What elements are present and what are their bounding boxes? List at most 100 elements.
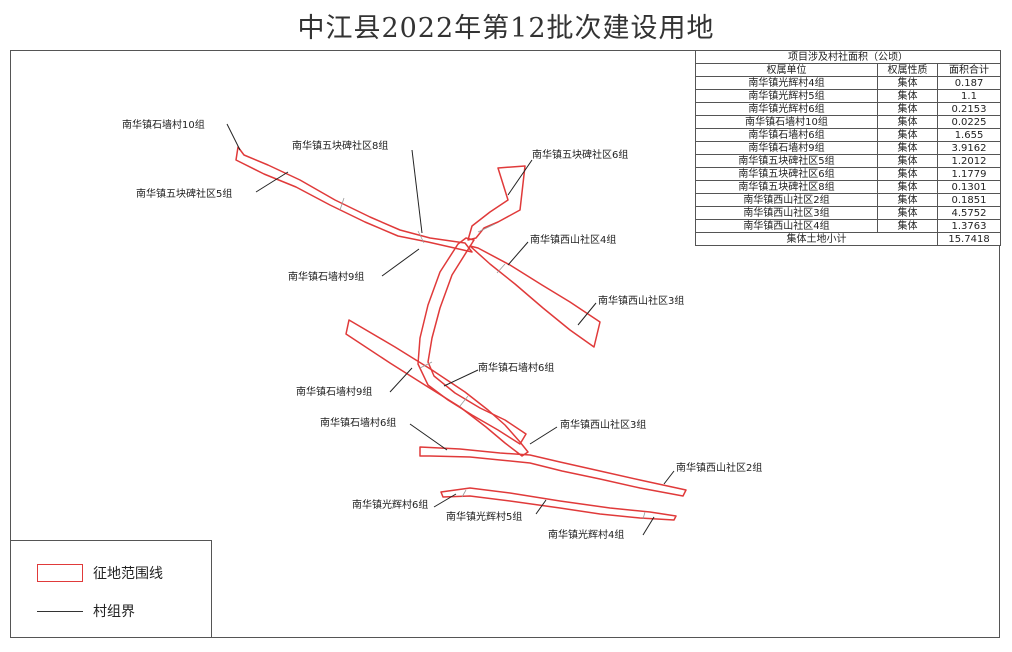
legend-label-village-line: 村组界	[93, 604, 135, 620]
boundary-northeast-branch	[467, 165, 526, 241]
table-cell: 1.1779	[936, 167, 1002, 181]
leader-line	[577, 302, 597, 326]
map-frame	[10, 50, 1000, 638]
leader-line	[409, 423, 448, 451]
table-cell: 集体	[877, 167, 938, 181]
table-cell: 南华镇石墙村10组	[695, 115, 878, 129]
table-cell: 3.9162	[936, 141, 1002, 155]
village-line-swatch	[37, 610, 83, 612]
label-shiqiang-6-center: 南华镇石墙村6组	[478, 361, 554, 374]
table-caption-row: 项目涉及村社面积（公顷）	[694, 50, 1002, 64]
table-cell: 集体	[877, 102, 938, 116]
subtotal-value: 15.7418	[936, 232, 1002, 246]
table-header-nature: 权属性质	[877, 63, 938, 77]
table-cell: 集体	[877, 141, 938, 155]
table-cell: 集体	[877, 193, 938, 207]
table-cell: 1.1	[936, 89, 1002, 103]
table-cell: 4.5752	[936, 206, 1002, 220]
label-wukuaibei-5: 南华镇五块碑社区5组	[136, 187, 232, 200]
table-cell: 0.1851	[936, 193, 1002, 207]
leader-line	[507, 159, 533, 196]
table-cell: 集体	[877, 206, 938, 220]
leader-line	[529, 426, 558, 445]
label-shiqiang-6-left: 南华镇石墙村6组	[320, 416, 396, 429]
label-xishan-2: 南华镇西山社区2组	[676, 461, 762, 474]
leader-line	[411, 149, 423, 234]
village-boundary-mark	[417, 230, 425, 244]
table-cell: 0.187	[936, 76, 1002, 90]
leader-line	[507, 241, 529, 266]
table-cell: 1.2012	[936, 154, 1002, 168]
table-cell: 1.655	[936, 128, 1002, 142]
label-guanghui-4: 南华镇光辉村4组	[548, 528, 624, 541]
village-boundary-mark	[642, 511, 646, 520]
table-cell: 集体	[877, 128, 938, 142]
table-header-area: 面积合计	[936, 63, 1002, 77]
table-cell: 0.0225	[936, 115, 1002, 129]
leader-line	[226, 123, 241, 151]
label-shiqiang-10: 南华镇石墙村10组	[122, 118, 205, 131]
table-cell: 南华镇五块碑社区8组	[695, 180, 878, 194]
table-cell: 南华镇五块碑社区5组	[695, 154, 878, 168]
table-cell: 0.1301	[936, 180, 1002, 194]
table-cell: 南华镇西山社区3组	[695, 206, 878, 220]
village-boundary-mark	[419, 361, 433, 369]
boundary-east-branch	[469, 245, 601, 348]
map-title: 中江县2022年第12批次建设用地	[297, 13, 715, 44]
table-header-owner: 权属单位	[695, 63, 878, 77]
table-cell: 南华镇光辉村6组	[695, 102, 878, 116]
leader-line	[381, 248, 420, 277]
legend-label-boundary: 征地范围线	[93, 566, 163, 582]
leader-line	[663, 470, 675, 485]
table-cell: 集体	[877, 154, 938, 168]
table-cell: 南华镇石墙村6组	[695, 128, 878, 142]
boundary-swatch	[37, 564, 83, 582]
label-xishan-3-upper: 南华镇西山社区3组	[598, 294, 684, 307]
village-boundary-mark	[496, 263, 506, 274]
legend: 征地范围线 村组界	[10, 540, 212, 638]
table-cell: 南华镇石墙村9组	[695, 141, 878, 155]
label-xishan-3-lower: 南华镇西山社区3组	[560, 418, 646, 431]
village-boundary-mark	[461, 489, 467, 498]
village-boundary-mark	[339, 197, 345, 211]
label-wukuaibei-6: 南华镇五块碑社区6组	[532, 148, 628, 161]
leader-line	[433, 493, 457, 508]
label-guanghui-6: 南华镇光辉村6组	[352, 498, 428, 511]
table-cell: 南华镇光辉村5组	[695, 89, 878, 103]
legend-item-boundary: 征地范围线	[37, 563, 163, 583]
label-guanghui-5: 南华镇光辉村5组	[446, 510, 522, 523]
boundary-guanghui-road	[440, 487, 677, 521]
subtotal-label: 集体土地小计	[695, 232, 938, 246]
table-subtotal-row: 集体土地小计 15.7418	[695, 232, 1002, 246]
leader-line	[642, 516, 655, 536]
table-cell: 南华镇西山社区2组	[695, 193, 878, 207]
label-xishan-4: 南华镇西山社区4组	[530, 233, 616, 246]
table-cell: 集体	[877, 89, 938, 103]
leader-line	[443, 369, 479, 387]
label-shiqiang-9-lower: 南华镇石墙村9组	[296, 385, 372, 398]
label-shiqiang-9-upper: 南华镇石墙村9组	[288, 270, 364, 283]
leader-line	[389, 367, 413, 393]
leader-line	[535, 499, 547, 515]
table-cell: 集体	[877, 115, 938, 129]
table-header-row: 权属单位 权属性质 面积合计	[695, 63, 1002, 77]
village-boundary-mark	[459, 395, 469, 407]
legend-item-village-line: 村组界	[37, 601, 135, 621]
village-boundary-mark	[477, 223, 496, 233]
table-cell: 南华镇五块碑社区6组	[695, 167, 878, 181]
table-cell: 1.3763	[936, 219, 1002, 233]
table-caption: 项目涉及村社面积（公顷）	[694, 50, 1002, 64]
boundary-central-north-south-road	[417, 237, 527, 445]
boundary-southeast-road	[419, 446, 687, 497]
